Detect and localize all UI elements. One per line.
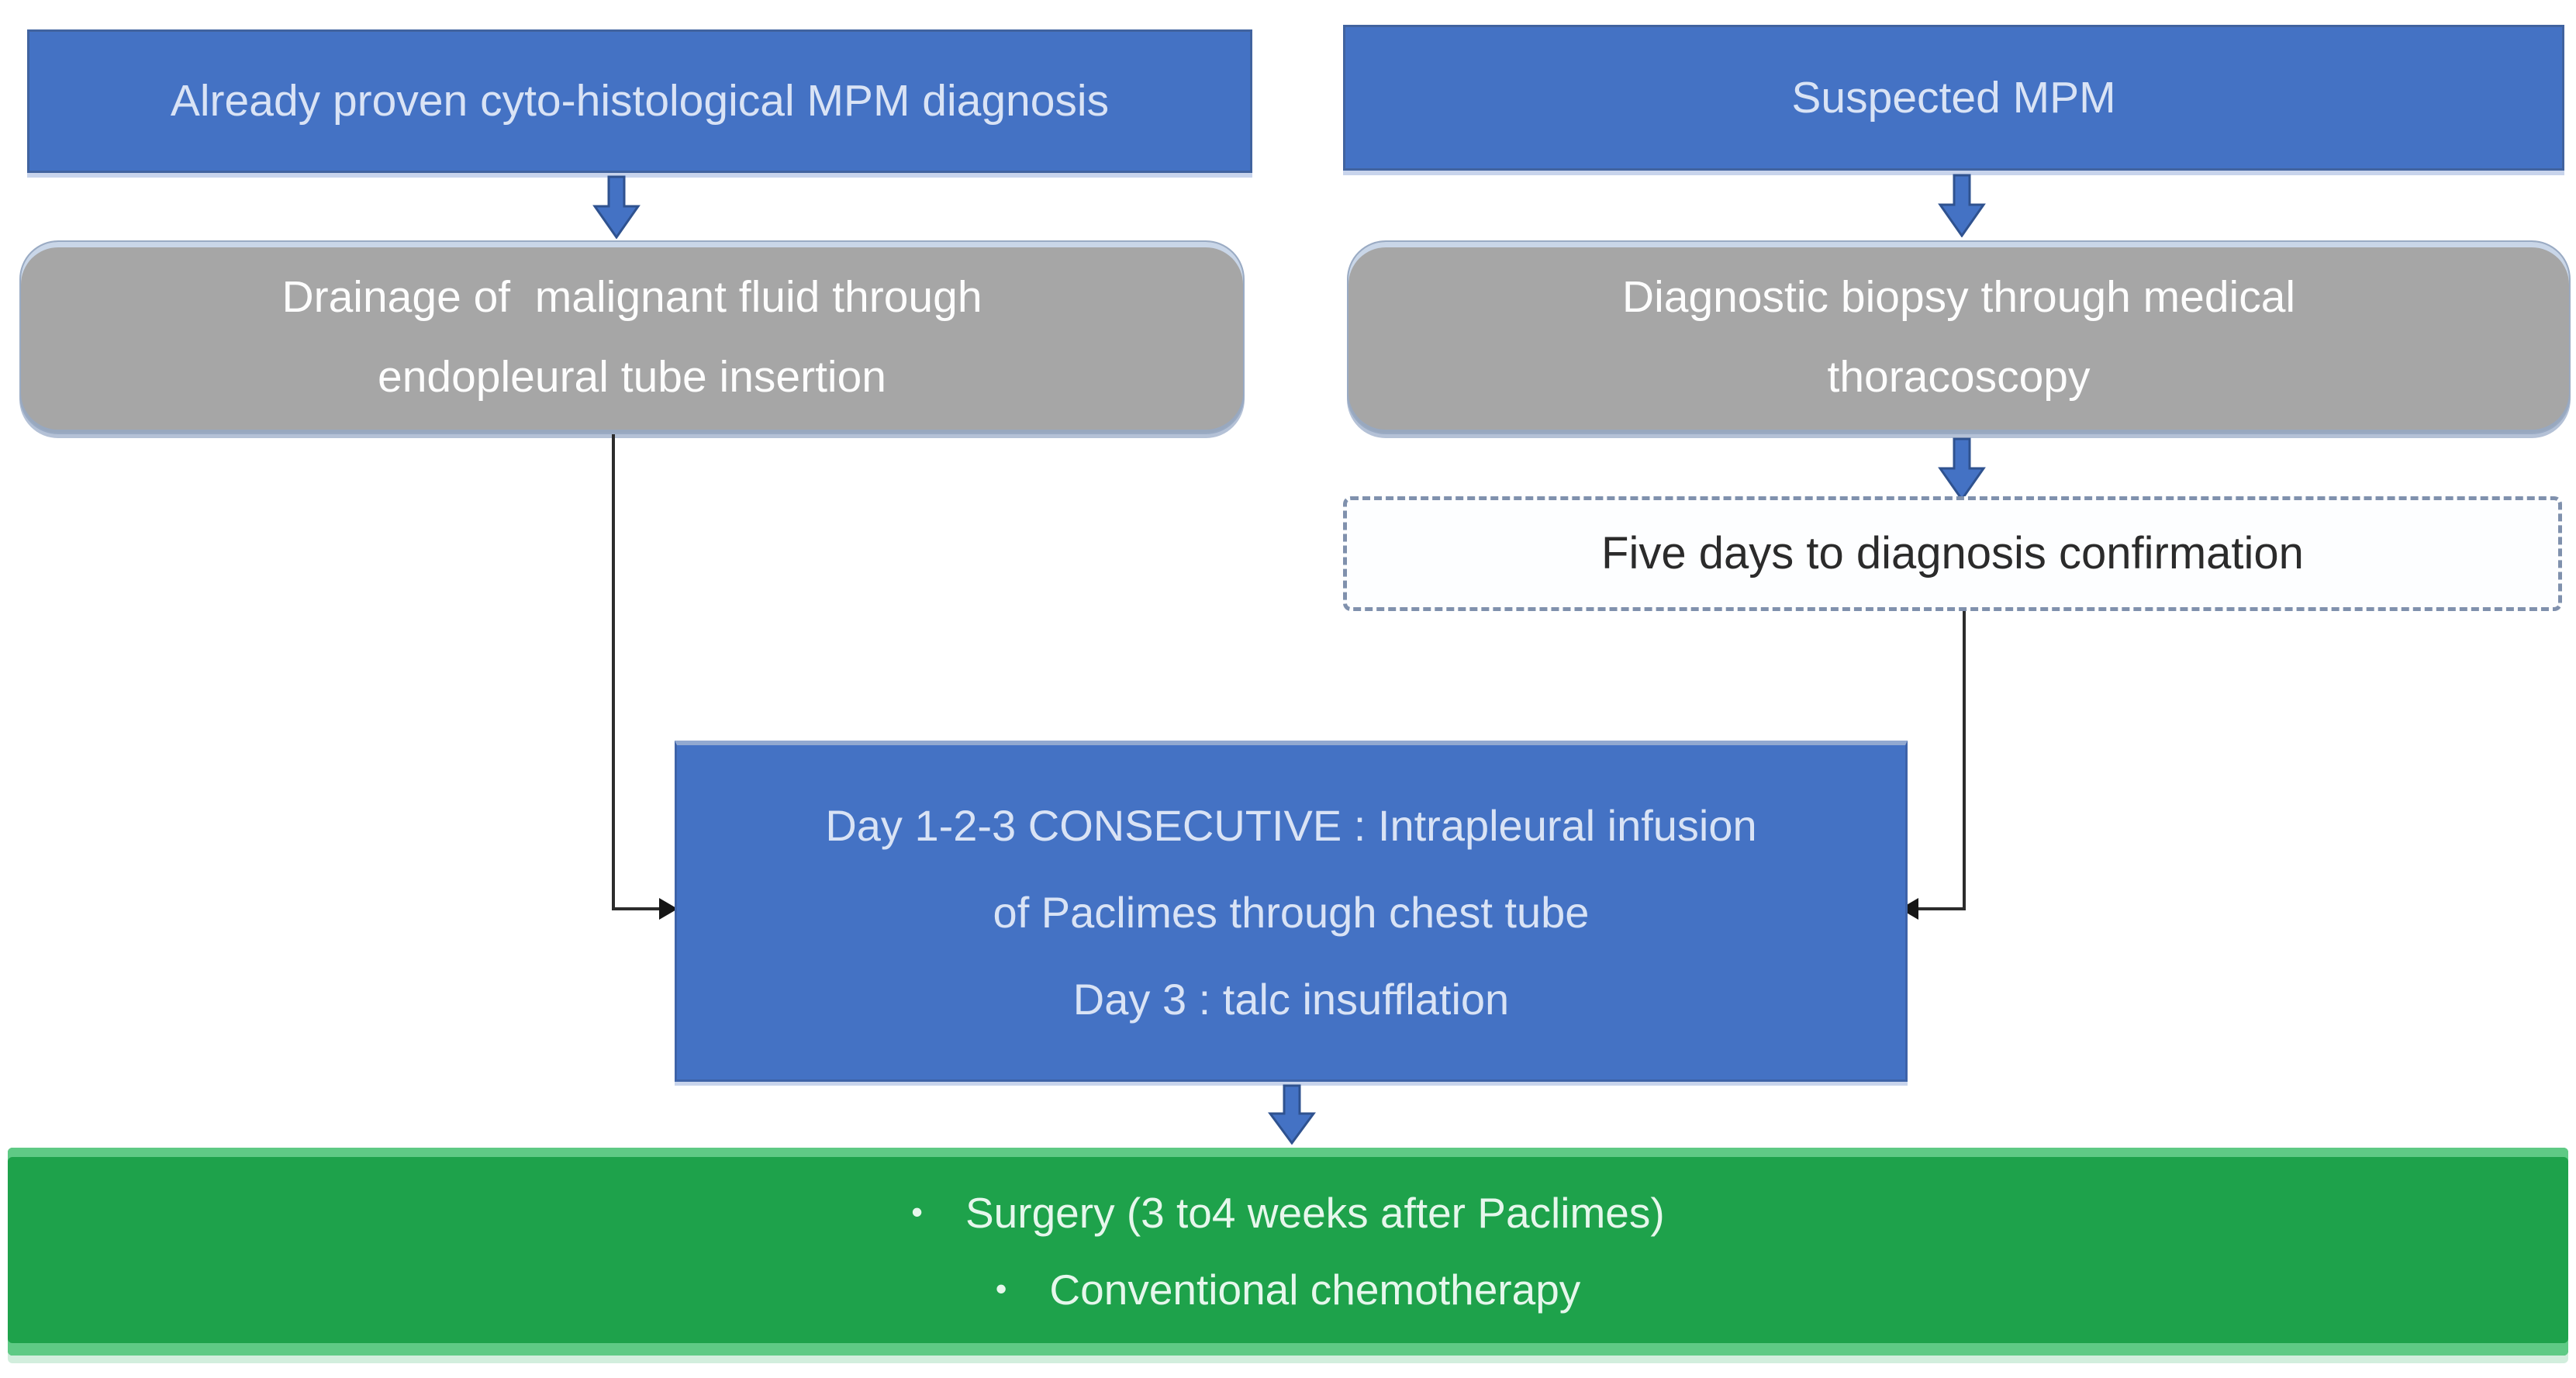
node-treatment: Day 1-2-3 CONSECUTIVE : Intrapleural inf… <box>675 741 1908 1082</box>
node-treatment-line-2: of Paclimes through chest tube <box>993 887 1590 937</box>
node-proven-mpm-diagnosis: Already proven cyto-histological MPM dia… <box>27 29 1252 173</box>
node-drainage: Drainage of malignant fluid through endo… <box>19 240 1245 434</box>
down-arrow-icon <box>1935 437 1989 501</box>
node-outcome: • Surgery (3 to4 weeks after Paclimes) •… <box>8 1148 2568 1356</box>
node-drainage-label: Drainage of malignant fluid through endo… <box>281 272 995 402</box>
down-arrow-icon <box>589 175 644 239</box>
outcome-item-chemotherapy: • Conventional chemotherapy <box>996 1252 1581 1328</box>
node-suspected-mpm: Suspected MPM <box>1343 25 2564 171</box>
connector-right-horizontal-line <box>1912 907 1966 910</box>
outcome-item-surgery-label: Surgery (3 to4 weeks after Paclimes) <box>965 1189 1665 1237</box>
node-confirmation-label: Five days to diagnosis confirmation <box>1601 528 2304 579</box>
connector-right-vertical-line <box>1963 611 1966 909</box>
node-treatment-line-3: Day 3 : talc insufflation <box>1072 974 1510 1024</box>
bullet-icon: • <box>911 1193 923 1230</box>
node-proven-mpm-diagnosis-label: Already proven cyto-histological MPM dia… <box>170 76 1110 126</box>
node-biopsy: Diagnostic biopsy through medical thorac… <box>1347 240 2571 434</box>
bullet-icon: • <box>995 1270 1007 1307</box>
connector-left-vertical-line <box>612 434 615 909</box>
outcome-item-surgery: • Surgery (3 to4 weeks after Paclimes) <box>911 1175 1664 1252</box>
right-arrowhead-icon <box>658 896 679 921</box>
connector-left-horizontal-line <box>612 907 668 910</box>
node-treatment-line-1: Day 1-2-3 CONSECUTIVE : Intrapleural inf… <box>825 800 1757 850</box>
node-suspected-mpm-label: Suspected MPM <box>1791 72 2116 123</box>
outcome-item-chemotherapy-label: Conventional chemotherapy <box>1049 1266 1581 1314</box>
left-arrowhead-icon <box>1898 896 1920 921</box>
down-arrow-icon <box>1265 1084 1319 1145</box>
node-confirmation: Five days to diagnosis confirmation <box>1343 496 2562 611</box>
node-biopsy-label: Diagnostic biopsy through medical thorac… <box>1621 272 2308 402</box>
down-arrow-icon <box>1935 174 1989 237</box>
